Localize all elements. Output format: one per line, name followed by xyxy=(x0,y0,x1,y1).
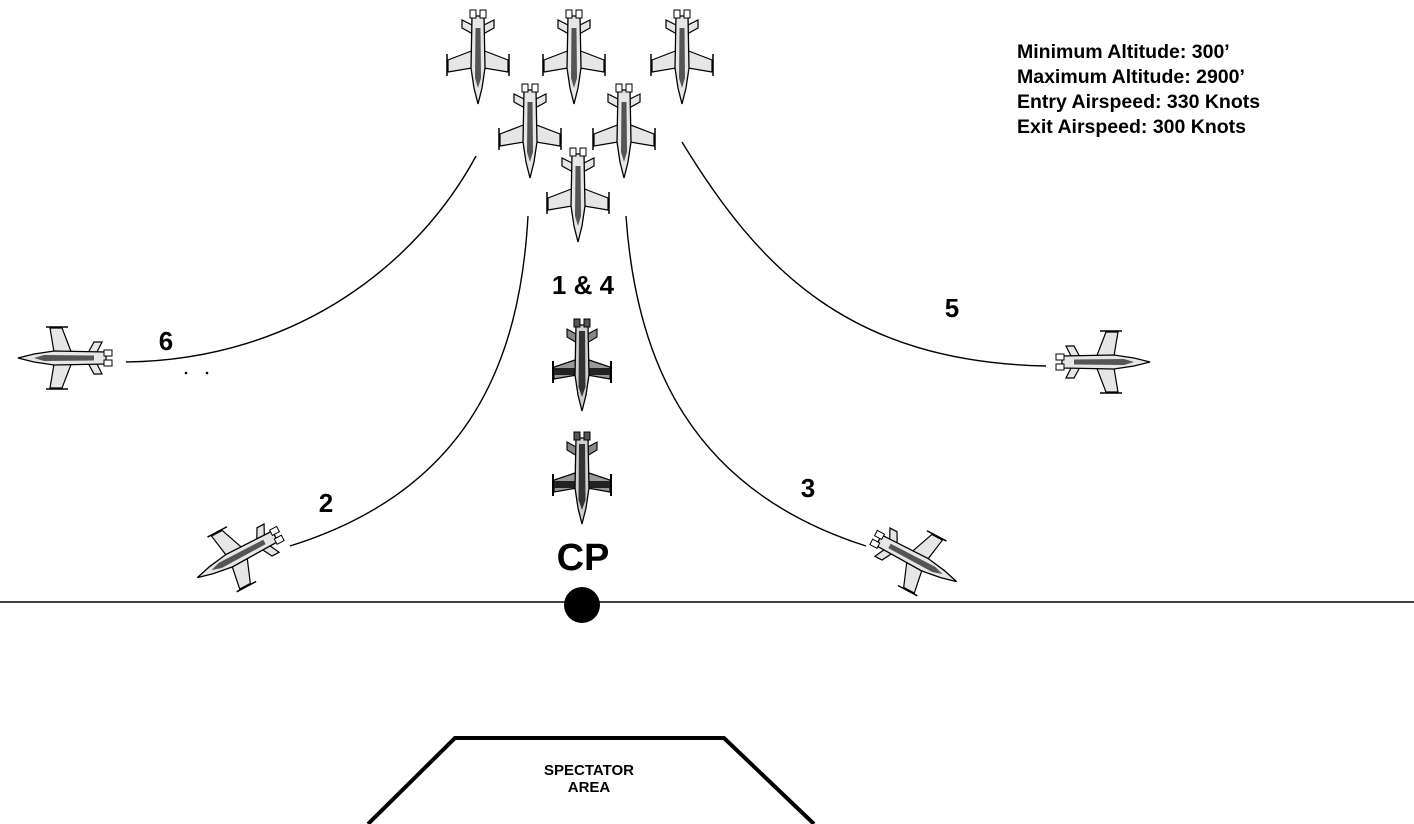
max-altitude: Maximum Altitude: 2900’ xyxy=(1017,66,1245,88)
label-3: 3 xyxy=(801,473,815,503)
formation-jet xyxy=(546,147,610,243)
cp-marker xyxy=(564,587,600,623)
jet-2 xyxy=(182,505,296,606)
spectator-area xyxy=(366,736,816,824)
label-2: 2 xyxy=(319,488,333,518)
path-6 xyxy=(125,155,477,363)
formation-jet xyxy=(498,83,562,179)
formation-jet xyxy=(650,9,714,105)
exit-airspeed: Exit Airspeed: 300 Knots xyxy=(1017,116,1247,138)
label-cp: CP xyxy=(557,537,610,579)
maneuver-info: Minimum Altitude: 300’ Maximum Altitude:… xyxy=(1017,40,1260,140)
jet-3 xyxy=(858,509,972,610)
label-5: 5 xyxy=(945,293,959,323)
label-center: 1 & 4 xyxy=(552,270,615,300)
formation-jet xyxy=(446,9,510,105)
label-6: 6 xyxy=(159,326,173,356)
formation-jet xyxy=(542,9,606,105)
spectator-line1: SPECTATOR xyxy=(544,762,634,779)
jet-6 xyxy=(17,326,113,390)
path-3 xyxy=(625,215,867,547)
formation-jet xyxy=(592,83,656,179)
path-2 xyxy=(289,215,529,547)
jet-4 xyxy=(552,431,612,525)
path-5 xyxy=(681,141,1047,367)
jet-1 xyxy=(552,318,612,412)
entry-airspeed: Entry Airspeed: 330 Knots xyxy=(1017,91,1261,113)
spectator-line2: AREA xyxy=(568,779,611,796)
min-altitude: Minimum Altitude: 300’ xyxy=(1017,41,1230,63)
jet-5 xyxy=(1055,330,1151,394)
